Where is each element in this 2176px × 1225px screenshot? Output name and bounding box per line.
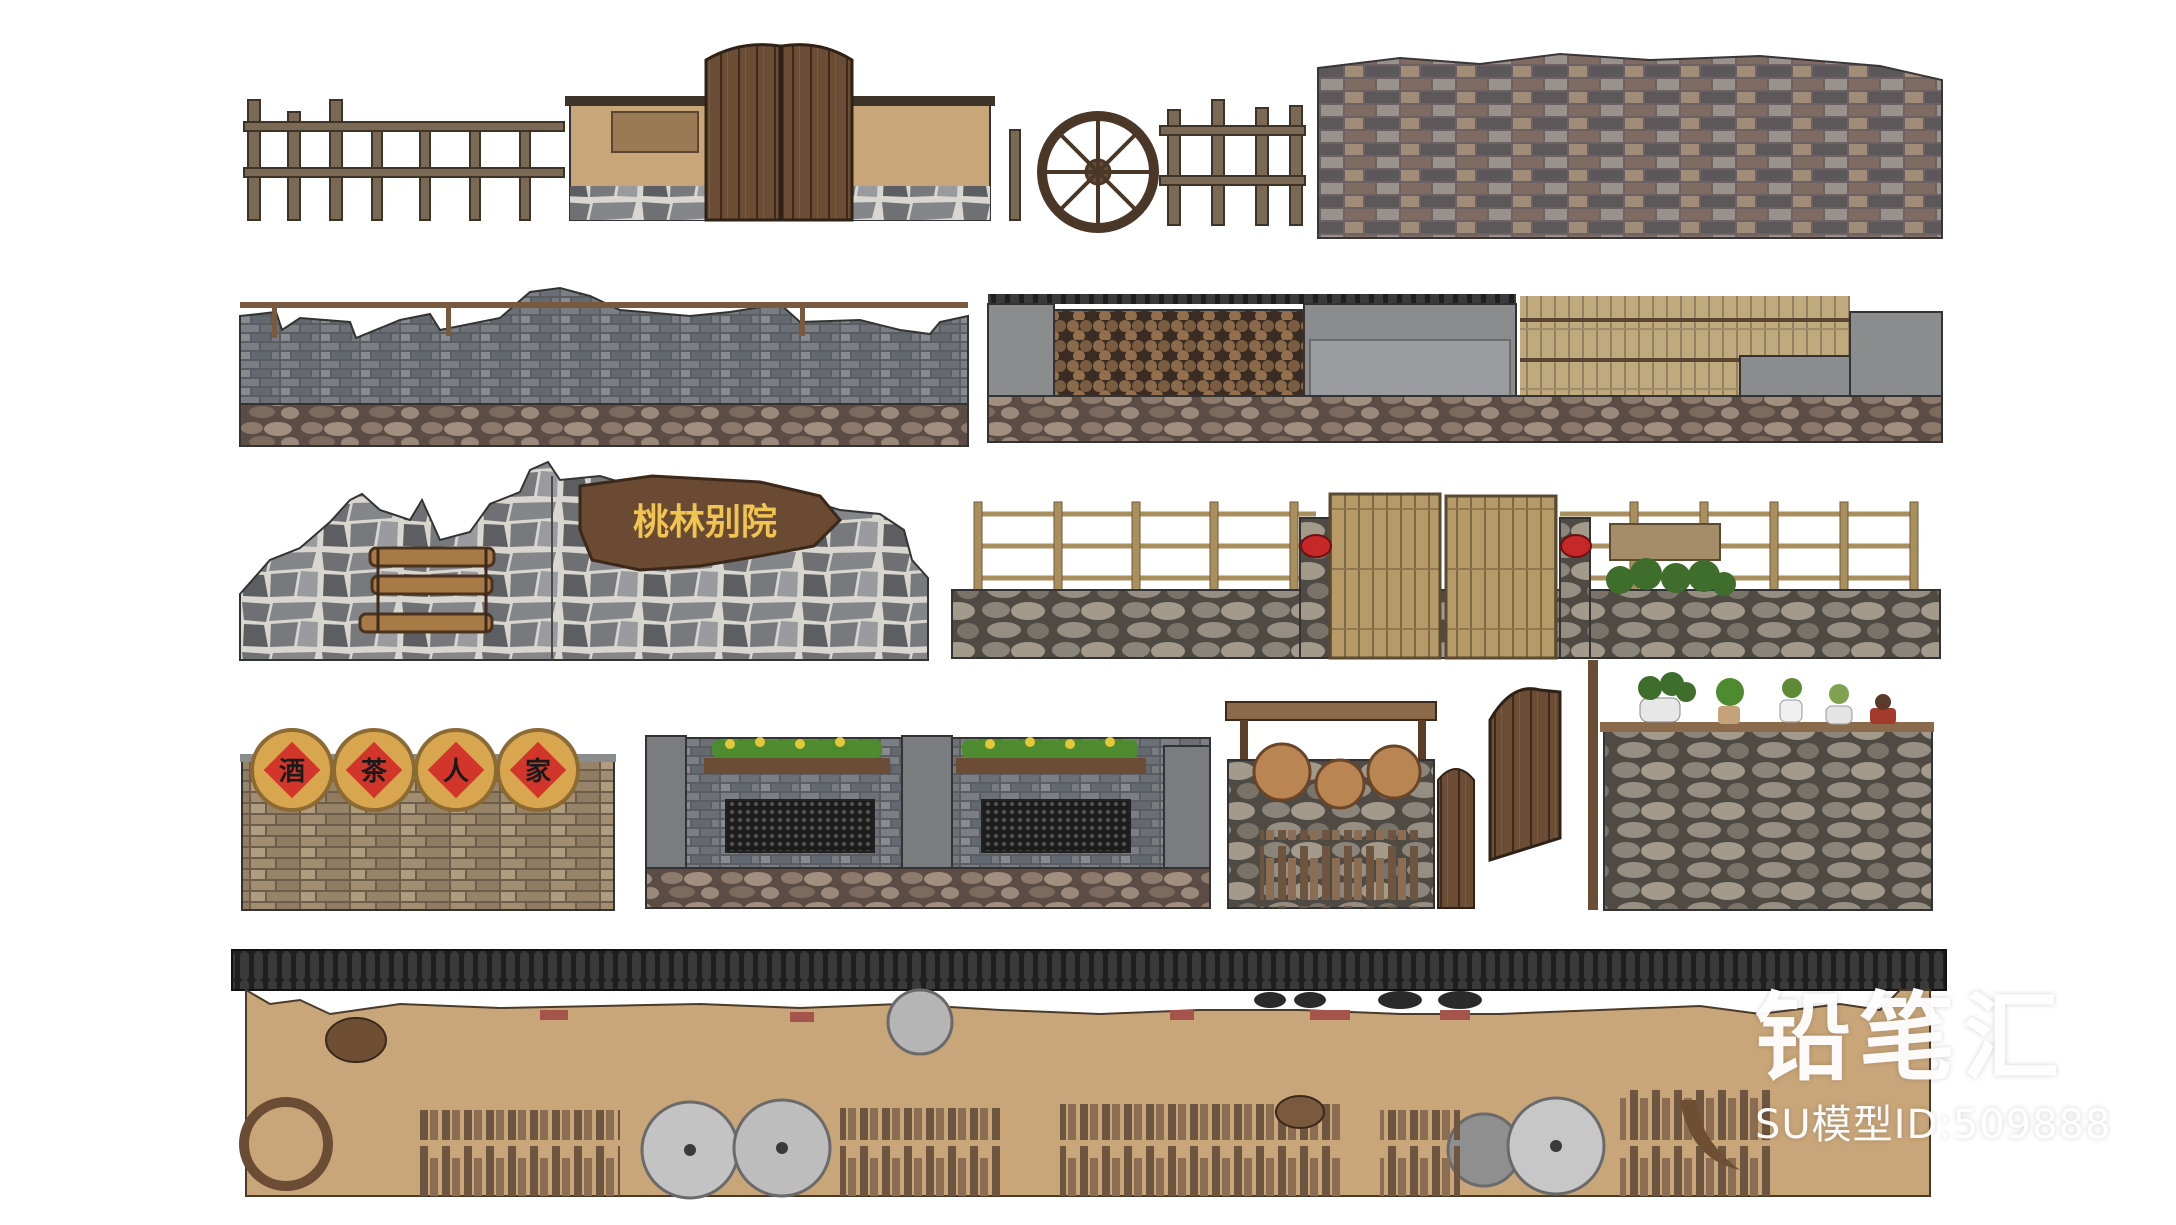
thatched-wall-with-gate-model	[1225, 701, 1475, 909]
round-sign-2-text: 茶	[361, 757, 388, 787]
main-plaque-text: 桃林别院	[633, 501, 777, 543]
ruined-brick-wall-model	[239, 286, 969, 447]
brick-planter-wall-model	[645, 735, 1211, 909]
watermark-model-id: SU模型ID:509888	[1755, 1102, 2112, 1148]
layered-stone-wall-model	[1317, 52, 1943, 239]
stone-wall-with-plaque-model: 桃林别院	[239, 460, 929, 661]
tea-house-sign-wall-model: 酒 茶 人 家	[240, 728, 616, 911]
round-sign-3-text: 人	[443, 757, 469, 787]
watermark-logo-text: 铅笔汇	[1755, 982, 2067, 1094]
tiled-courtyard-wall-with-fence-model	[987, 294, 1943, 443]
watermark-brand: 铅笔汇 SU模型ID:509888	[1755, 990, 2155, 1150]
stone-counter-with-door-model	[1488, 660, 1934, 911]
rustic-gate-fence-model	[243, 43, 1306, 233]
round-sign-1-text: 酒	[279, 757, 305, 787]
bamboo-gate-and-fence-model	[951, 492, 1941, 660]
long-rural-tiled-wall-model	[231, 949, 1947, 1200]
round-sign-4-text: 家	[525, 756, 551, 787]
